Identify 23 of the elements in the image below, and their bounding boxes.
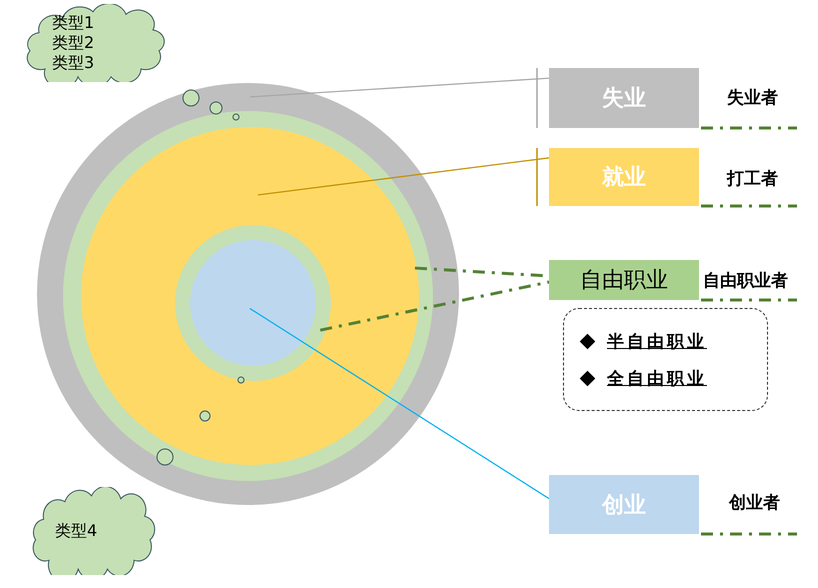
role-label: 自由职业者 bbox=[703, 270, 788, 292]
category-label: 自由职业 bbox=[580, 267, 668, 295]
category-box bbox=[549, 260, 699, 300]
role-label: 创业者 bbox=[729, 492, 780, 514]
cloud-text: 类型4 bbox=[55, 521, 98, 541]
leader-line bbox=[258, 157, 550, 196]
leader-line bbox=[250, 308, 550, 500]
cloud-text: 类型1 bbox=[52, 13, 96, 33]
role-label: 失业者 bbox=[727, 87, 778, 109]
list-item: 全自由职业 bbox=[607, 368, 707, 390]
category-label: 失业 bbox=[602, 85, 646, 113]
dashed-callout bbox=[563, 308, 768, 411]
category-box bbox=[549, 148, 699, 206]
category-box bbox=[549, 475, 699, 534]
category-box bbox=[549, 68, 699, 128]
list-item: 半自由职业 bbox=[607, 330, 707, 352]
cloud-text: 类型2 bbox=[52, 33, 96, 53]
leader-line bbox=[250, 78, 550, 98]
role-label: 打工者 bbox=[727, 168, 778, 190]
leader-line bbox=[320, 280, 550, 332]
category-label: 就业 bbox=[602, 164, 646, 192]
cloud-text: 类型3 bbox=[52, 53, 96, 73]
category-label: 创业 bbox=[602, 492, 646, 520]
